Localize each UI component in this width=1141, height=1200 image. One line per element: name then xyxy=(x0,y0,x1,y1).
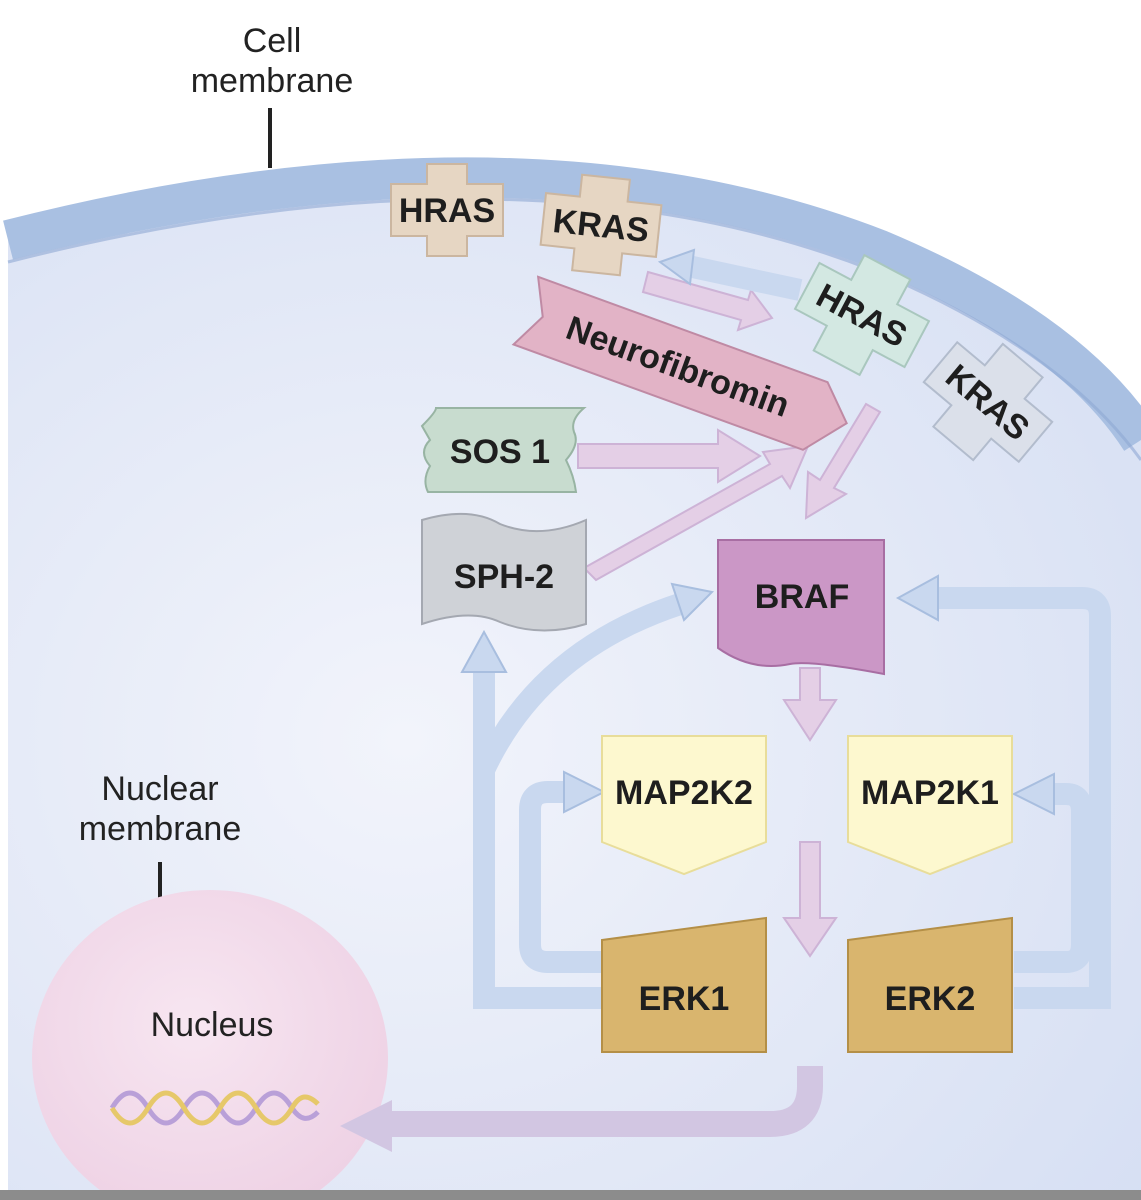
sph2-node: SPH-2 xyxy=(421,512,587,632)
map2k2-node: MAP2K2 xyxy=(601,735,767,876)
arrowhead-kras-back xyxy=(657,248,696,286)
hras-membrane-label: HRAS xyxy=(399,192,495,230)
map2k2-label: MAP2K2 xyxy=(615,774,753,812)
erk2-label: ERK2 xyxy=(885,980,976,1018)
sos1-label: SOS 1 xyxy=(450,433,550,471)
feedback-arrows xyxy=(473,255,1111,1009)
cell-membrane-label-line2: membrane xyxy=(191,62,354,100)
arrow-ras-to-braf xyxy=(804,402,882,520)
map2k1-label: MAP2K1 xyxy=(861,774,999,812)
sph2-label: SPH-2 xyxy=(454,558,554,596)
dna-helix xyxy=(109,1090,320,1126)
arrowhead-map2k1 xyxy=(1011,772,1055,816)
arrow-braf-to-map2k xyxy=(782,667,838,742)
feedback-erk2-to-braf xyxy=(938,587,1111,1009)
arrowhead-braf xyxy=(670,582,715,622)
arrow-sos1-to-braf xyxy=(577,428,762,484)
braf-node: BRAF xyxy=(717,539,885,676)
cell-membrane xyxy=(3,157,1141,452)
activation-arrows xyxy=(577,270,882,958)
nucleus-label: Nucleus xyxy=(151,1006,274,1044)
feedback-erk1-to-map2k2 xyxy=(519,781,604,973)
hras-active-node: HRAS xyxy=(793,253,931,377)
arrow-erk-to-nucleus xyxy=(388,1066,823,1137)
cell-membrane-inner-edge xyxy=(7,197,1141,461)
nuclear-membrane-label-line2: membrane xyxy=(79,810,242,848)
nucleus xyxy=(32,890,388,1200)
sos1-node: SOS 1 xyxy=(420,407,587,493)
arrow-kras-to-hras xyxy=(641,270,774,332)
arrowhead-braf-right xyxy=(895,574,939,622)
arrow-map2k-to-erk xyxy=(782,841,838,958)
hras-membrane-node: HRAS xyxy=(390,163,504,257)
braf-label: BRAF xyxy=(755,578,849,616)
arrow-erk-to-nucleus-head xyxy=(340,1100,392,1152)
arrow-sph2-to-braf xyxy=(582,444,810,582)
cell-membrane-label-line1: Cell xyxy=(243,22,302,60)
arrow-kras-back xyxy=(685,255,803,301)
feedback-erk2-to-map2k1 xyxy=(1014,783,1093,973)
feedback-erk1-to-braf xyxy=(474,593,684,775)
feedback-erk1-to-sph2 xyxy=(473,672,604,1009)
erk2-node: ERK2 xyxy=(847,916,1013,1053)
arrowhead-map2k2 xyxy=(563,770,607,814)
erk1-node: ERK1 xyxy=(601,916,767,1053)
kras-membrane-node: KRAS xyxy=(539,173,663,277)
arrowhead-sph2 xyxy=(460,629,508,673)
map2k1-node: MAP2K1 xyxy=(847,735,1013,876)
erk1-label: ERK1 xyxy=(639,980,730,1018)
bottom-border xyxy=(0,1190,1141,1200)
nuclear-membrane-label-line1: Nuclear xyxy=(101,770,218,808)
feedback-arrowheads xyxy=(460,248,1055,816)
kras-active-node: KRAS xyxy=(922,340,1054,464)
